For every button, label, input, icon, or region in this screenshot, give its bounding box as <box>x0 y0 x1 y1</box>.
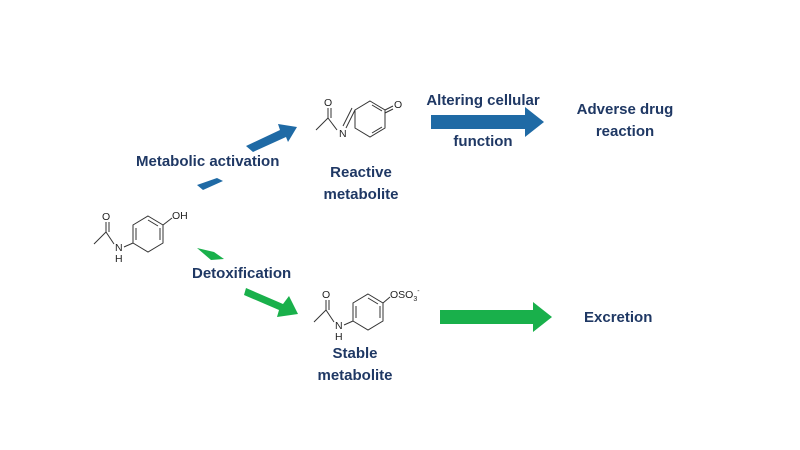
sulfate-structure: OSO3- N H O <box>313 288 420 343</box>
parent-oh-label: OH <box>172 210 188 222</box>
reactive-metabolite-label: Reactive metabolite <box>323 164 399 203</box>
stable-o-label: O <box>322 289 330 301</box>
stable-h-label: H <box>335 331 343 343</box>
stable-n-label: N <box>335 320 343 332</box>
parent-o-label: O <box>102 211 110 223</box>
detox-arrow-icon <box>244 288 298 317</box>
reactive-o-acetyl-label: O <box>324 97 332 109</box>
acetaminophen-structure: OH N H O <box>93 210 188 265</box>
reactive-o-ring-label: O <box>394 99 402 111</box>
activation-arrow-tail <box>197 178 223 190</box>
excretion-label: Excretion <box>584 309 653 326</box>
altering-arrow-icon <box>431 107 544 137</box>
activation-arrow-icon <box>246 124 297 152</box>
napqi-structure: O O N <box>315 97 402 140</box>
altering-cellular-label: Altering cellular <box>426 92 540 109</box>
adverse-drug-reaction-label: Adverse drug reaction <box>576 101 674 140</box>
metabolic-activation-label: Metabolic activation <box>136 153 280 170</box>
parent-h-label: H <box>115 253 123 265</box>
detox-arrow-tail <box>197 248 224 260</box>
detoxification-label: Detoxification <box>192 265 292 282</box>
function-label: function <box>453 133 513 150</box>
excretion-arrow-icon <box>440 302 552 332</box>
stable-metabolite-label: Stable metabolite <box>317 345 393 384</box>
stable-oso3-label: OSO3- <box>390 288 420 303</box>
parent-n-label: N <box>115 242 123 254</box>
reactive-n-label: N <box>339 128 347 140</box>
